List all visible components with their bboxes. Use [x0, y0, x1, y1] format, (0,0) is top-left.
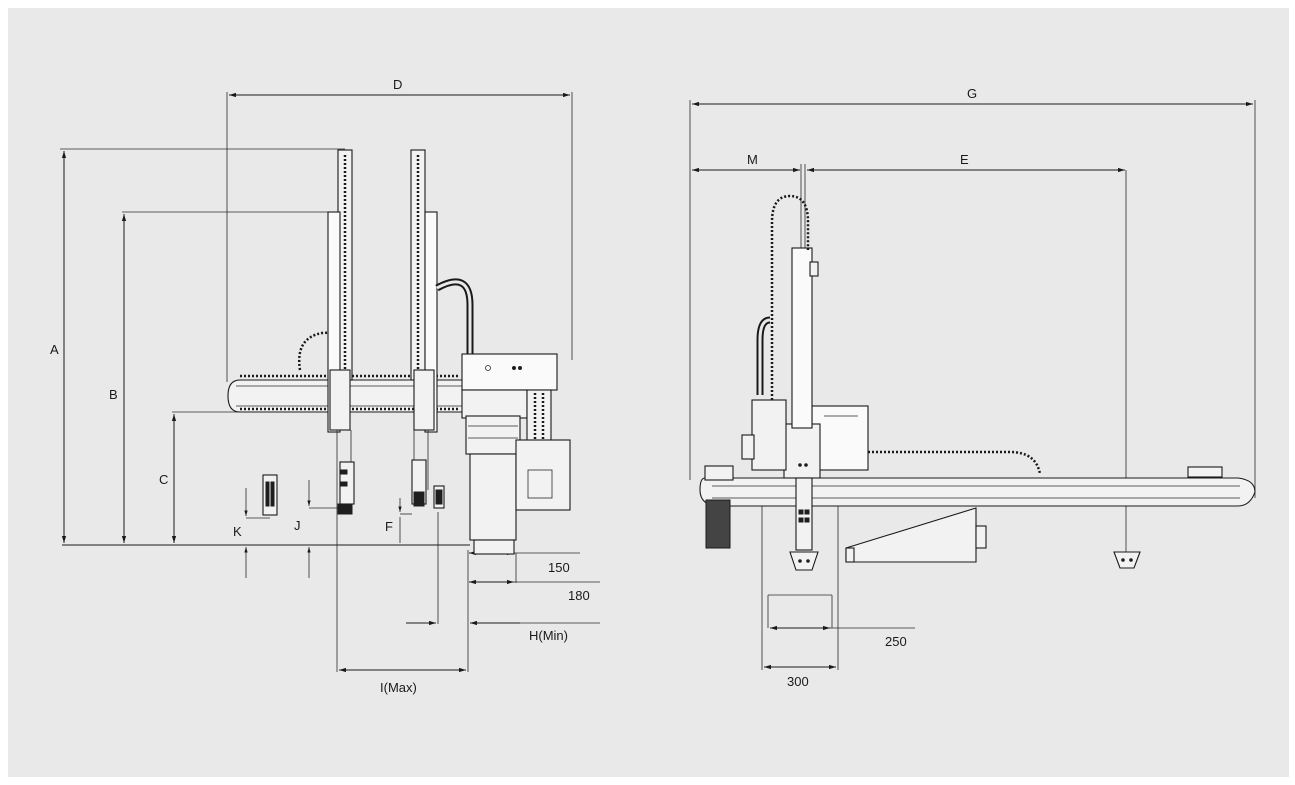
dim-a-label: A	[50, 342, 59, 357]
dim-b: B	[109, 211, 335, 543]
dim-a: A	[50, 148, 345, 543]
dim-300: 300	[764, 664, 836, 689]
dim-j: J	[294, 480, 338, 578]
gripper-sample	[262, 474, 278, 516]
dim-250: 250	[770, 625, 915, 649]
dim-d-label: D	[393, 77, 402, 92]
dim-150-label: 150	[548, 560, 570, 575]
side-main-beam	[699, 465, 1256, 507]
dim-c-label: C	[159, 472, 168, 487]
side-carriage	[783, 405, 869, 479]
dim-h-min: H(Min)	[406, 620, 600, 643]
dim-h-min-label: H(Min)	[529, 628, 568, 643]
dim-k-label: K	[233, 524, 242, 539]
pedestal	[469, 439, 571, 555]
dim-m: M	[692, 152, 806, 260]
dim-m-label: M	[747, 152, 758, 167]
dim-g-label: G	[967, 86, 977, 101]
vertical-arm-1	[327, 149, 355, 515]
front-view: A B C D K	[50, 77, 600, 695]
dim-f: F	[385, 498, 412, 543]
dim-180-label: 180	[568, 588, 590, 603]
side-lower-stand	[761, 506, 987, 670]
dim-c: C	[159, 411, 332, 543]
brush-column	[705, 499, 731, 549]
dim-j-label: J	[294, 518, 301, 533]
vertical-arm-2	[410, 149, 445, 509]
dim-250-label: 250	[885, 634, 907, 649]
dim-e-label: E	[960, 152, 969, 167]
control-box	[461, 353, 558, 455]
dim-g: G	[689, 86, 1256, 498]
side-far-gripper	[1113, 551, 1141, 569]
dim-i-max-label: I(Max)	[380, 680, 417, 695]
dim-300-label: 300	[787, 674, 809, 689]
dim-f-label: F	[385, 519, 393, 534]
dim-180: 180	[469, 579, 600, 603]
dim-d: D	[226, 77, 573, 382]
side-vertical-arm	[741, 194, 819, 571]
cable-chain-left	[298, 330, 341, 371]
side-cable-chain	[868, 450, 1042, 475]
drawing-canvas: A B C D K	[8, 8, 1289, 777]
dim-i-max: I(Max)	[339, 667, 466, 695]
dim-150: 150	[469, 550, 580, 583]
dim-b-label: B	[109, 387, 118, 402]
side-view: G M E	[689, 86, 1256, 689]
air-hose	[435, 278, 474, 355]
technical-drawing: A B C D K	[50, 77, 1256, 695]
dim-k: K	[233, 488, 270, 578]
